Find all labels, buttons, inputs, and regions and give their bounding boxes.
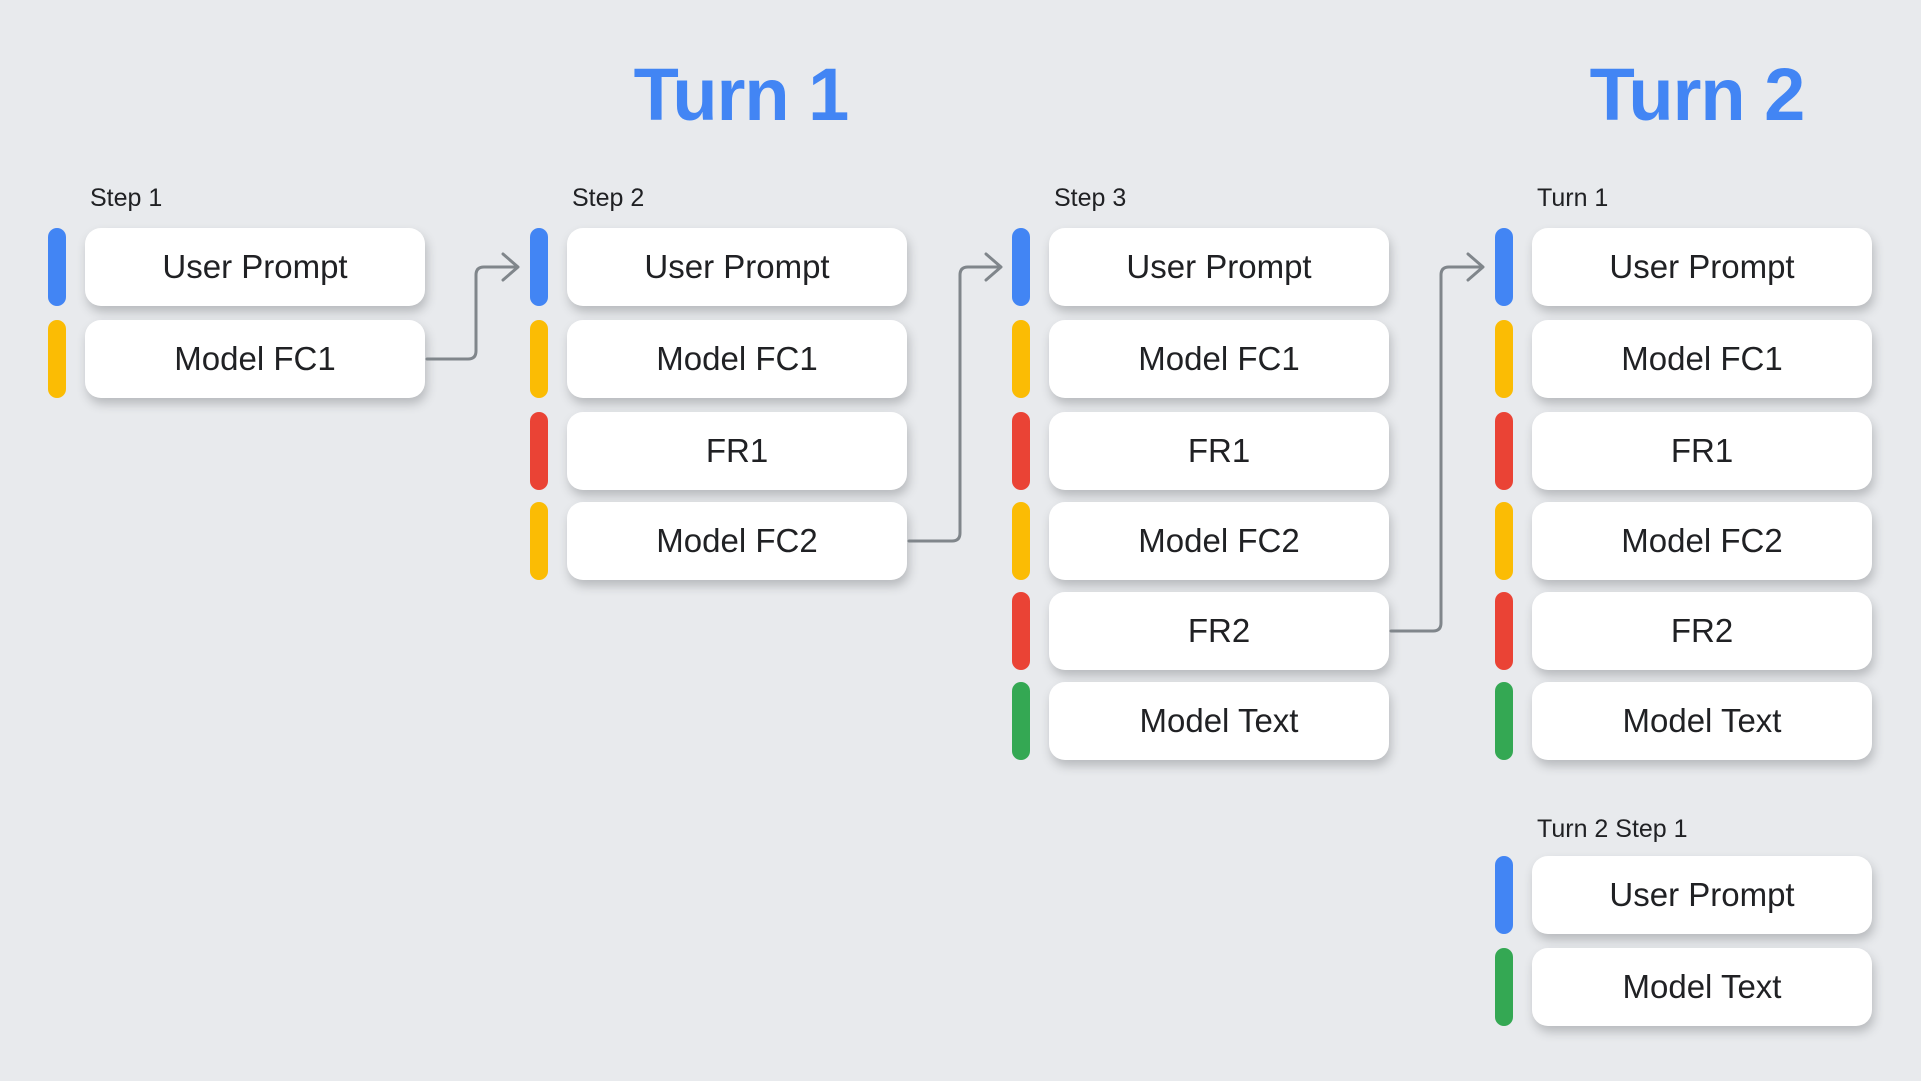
model-text-color-bar [1495,682,1513,760]
column-label: Step 3 [1054,184,1127,212]
column-step-2: Step 2 User Prompt Model FC1 FR1 Model F… [530,0,910,1081]
column-label: Turn 2 Step 1 [1537,815,1688,843]
box-fr1: FR1 [1532,412,1872,490]
box-model-fc1: Model FC1 [1532,320,1872,398]
arrowhead-icon [1466,252,1485,282]
column-label: Step 1 [90,184,163,212]
box-model-fc2: Model FC2 [1049,502,1389,580]
user-prompt-color-bar [530,228,548,306]
box-model-fc1: Model FC1 [85,320,425,398]
box-user-prompt: User Prompt [1532,228,1872,306]
model-fc-color-bar [530,320,548,398]
fr-color-bar [1012,412,1030,490]
model-fc-color-bar [48,320,66,398]
column-label: Step 2 [572,184,645,212]
fr-color-bar [1495,412,1513,490]
box-model-fc2: Model FC2 [1532,502,1872,580]
column-step-3: Step 3 User Prompt Model FC1 FR1 Model F… [1012,0,1392,1081]
fr-color-bar [1012,592,1030,670]
arrow-step3-to-turn2 [1389,252,1485,633]
box-user-prompt: User Prompt [1049,228,1389,306]
box-model-fc1: Model FC1 [1049,320,1389,398]
user-prompt-color-bar [1012,228,1030,306]
user-prompt-color-bar [48,228,66,306]
model-fc-color-bar [530,502,548,580]
arrowhead-icon [984,252,1003,282]
arrow-step2-to-step3 [907,252,1003,543]
column-label: Turn 1 [1537,184,1609,212]
model-fc-color-bar [1012,502,1030,580]
model-text-color-bar [1495,948,1513,1026]
arrow-step1-to-step2 [425,252,520,361]
box-model-text: Model Text [1049,682,1389,760]
box-model-text: Model Text [1532,682,1872,760]
box-model-fc1: Model FC1 [567,320,907,398]
box-model-fc2: Model FC2 [567,502,907,580]
fr-color-bar [1495,592,1513,670]
box-fr1: FR1 [567,412,907,490]
box-user-prompt: User Prompt [567,228,907,306]
model-fc-color-bar [1012,320,1030,398]
box-user-prompt: User Prompt [1532,856,1872,934]
model-fc-color-bar [1495,320,1513,398]
turn-2-title: Turn 2 [1589,53,1806,136]
box-fr2: FR2 [1049,592,1389,670]
user-prompt-color-bar [1495,856,1513,934]
model-text-color-bar [1012,682,1030,760]
column-turn-1-history: Turn 1 User Prompt Model FC1 FR1 Model F… [1495,0,1875,1081]
user-prompt-color-bar [1495,228,1513,306]
box-user-prompt: User Prompt [85,228,425,306]
model-fc-color-bar [1495,502,1513,580]
arrowhead-icon [501,252,520,282]
turn-1-title: Turn 1 [633,53,850,136]
fr-color-bar [530,412,548,490]
column-step-1: Step 1 User Prompt Model FC1 [48,0,428,1081]
box-model-text: Model Text [1532,948,1872,1026]
box-fr2: FR2 [1532,592,1872,670]
box-fr1: FR1 [1049,412,1389,490]
